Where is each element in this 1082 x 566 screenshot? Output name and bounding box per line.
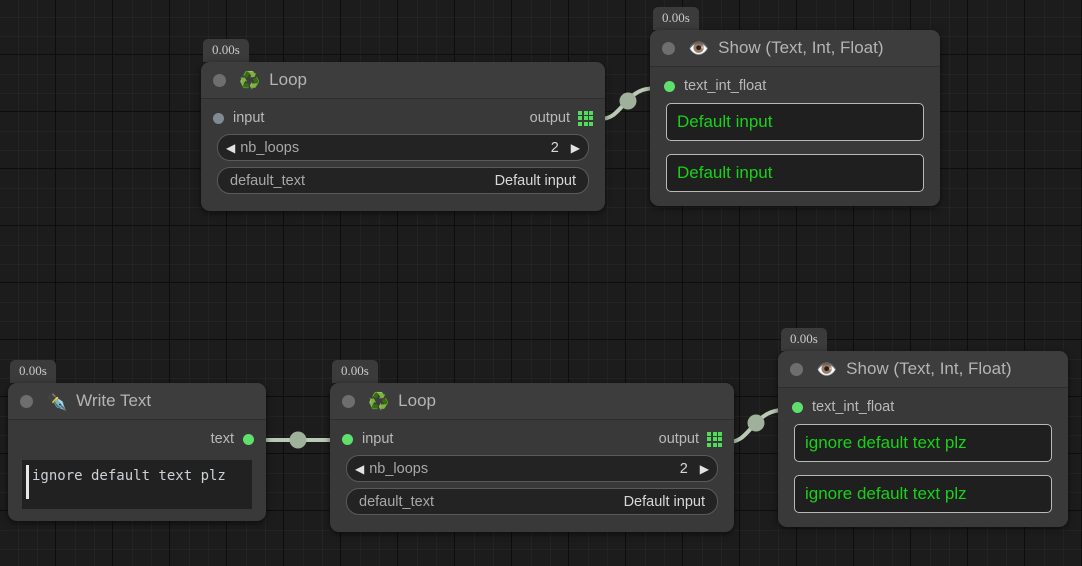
node-header[interactable]: 👁️ Show (Text, Int, Float) bbox=[650, 30, 940, 67]
node-title: Loop bbox=[398, 391, 436, 410]
output-port-label: text bbox=[210, 431, 234, 447]
node-write-text[interactable]: ✒️ Write Text text ignore default text p… bbox=[8, 383, 266, 521]
eye-icon: 👁️ bbox=[816, 359, 838, 379]
input-port-label: input bbox=[233, 110, 265, 126]
output-text: Default input bbox=[677, 163, 773, 182]
output-text: ignore default text plz bbox=[805, 484, 967, 503]
field-value[interactable]: 2 bbox=[550, 139, 559, 156]
node-body: text_int_float ignore default text plz i… bbox=[778, 388, 1068, 527]
output-port[interactable] bbox=[243, 433, 254, 445]
output-box[interactable]: ignore default text plz bbox=[794, 424, 1052, 462]
node-loop-bottom[interactable]: ♻️ Loop input output ◀ nb_loops 2 ▶ defa… bbox=[330, 383, 734, 532]
port-row: text bbox=[18, 428, 256, 450]
pen-nib-icon: ✒️ bbox=[46, 391, 68, 411]
node-title: Show (Text, Int, Float) bbox=[846, 359, 1012, 378]
output-box[interactable]: Default input bbox=[666, 154, 924, 192]
node-timestamp-badge: 0.00s bbox=[10, 360, 56, 383]
output-box[interactable]: ignore default text plz bbox=[794, 475, 1052, 513]
field-nb-loops[interactable]: ◀ nb_loops 2 ▶ bbox=[346, 455, 718, 482]
link-handle[interactable] bbox=[619, 92, 637, 110]
eye-icon: 👁️ bbox=[688, 38, 710, 58]
list-grid-icon[interactable] bbox=[707, 431, 722, 447]
stepper-increment-icon[interactable]: ▶ bbox=[699, 461, 709, 476]
field-value[interactable]: Default input bbox=[623, 493, 705, 510]
recycle-icon: ♻️ bbox=[368, 391, 390, 411]
output-box[interactable]: Default input bbox=[666, 103, 924, 141]
status-dot[interactable] bbox=[20, 394, 33, 408]
stepper-decrement-icon[interactable]: ◀ bbox=[226, 140, 236, 155]
node-timestamp-badge: 0.00s bbox=[781, 328, 827, 351]
port-row: input output bbox=[211, 107, 595, 129]
node-body: text ignore default text plz bbox=[8, 420, 266, 521]
port-row: text_int_float bbox=[662, 75, 928, 97]
node-timestamp-badge: 0.00s bbox=[203, 39, 249, 62]
link-handle[interactable] bbox=[289, 431, 307, 449]
node-timestamp-badge: 0.00s bbox=[332, 360, 378, 383]
input-port-label: input bbox=[362, 431, 394, 447]
list-grid-icon[interactable] bbox=[578, 110, 593, 126]
node-header[interactable]: ♻️ Loop bbox=[330, 383, 734, 420]
port-row: input output bbox=[340, 428, 724, 450]
node-body: input output ◀ nb_loops 2 ▶ default_text… bbox=[330, 420, 734, 532]
input-port[interactable] bbox=[342, 433, 353, 445]
status-dot[interactable] bbox=[342, 394, 355, 408]
field-label: nb_loops bbox=[240, 139, 300, 156]
output-port-label: output bbox=[658, 431, 699, 447]
output-port-label: output bbox=[529, 110, 570, 126]
node-header[interactable]: ♻️ Loop bbox=[201, 62, 605, 99]
node-loop-top[interactable]: ♻️ Loop input output ◀ nb_loops 2 ▶ defa… bbox=[201, 62, 605, 211]
text-input-area[interactable]: ignore default text plz bbox=[22, 460, 252, 509]
node-title: Show (Text, Int, Float) bbox=[718, 38, 884, 57]
node-show-top[interactable]: 👁️ Show (Text, Int, Float) text_int_floa… bbox=[650, 30, 940, 206]
input-port-label: text_int_float bbox=[684, 78, 767, 94]
node-title: Write Text bbox=[76, 391, 152, 410]
node-title: Loop bbox=[269, 70, 307, 89]
input-port[interactable] bbox=[664, 80, 675, 92]
node-timestamp-badge: 0.00s bbox=[653, 7, 699, 30]
field-label: default_text bbox=[359, 493, 434, 510]
recycle-icon: ♻️ bbox=[239, 70, 261, 90]
port-row: text_int_float bbox=[790, 396, 1056, 418]
node-body: text_int_float Default input Default inp… bbox=[650, 67, 940, 206]
text-caret bbox=[26, 465, 29, 499]
node-header[interactable]: ✒️ Write Text bbox=[8, 383, 266, 420]
field-default-text[interactable]: default_text Default input bbox=[217, 167, 589, 194]
input-port[interactable] bbox=[213, 112, 224, 124]
node-show-bottom[interactable]: 👁️ Show (Text, Int, Float) text_int_floa… bbox=[778, 351, 1068, 527]
field-nb-loops[interactable]: ◀ nb_loops 2 ▶ bbox=[217, 134, 589, 161]
field-label: nb_loops bbox=[369, 460, 429, 477]
stepper-increment-icon[interactable]: ▶ bbox=[570, 140, 580, 155]
text-input-value: ignore default text plz bbox=[32, 468, 226, 484]
status-dot[interactable] bbox=[662, 41, 675, 55]
output-text: Default input bbox=[677, 112, 773, 131]
field-label: default_text bbox=[230, 172, 305, 189]
input-port[interactable] bbox=[792, 401, 803, 413]
field-value[interactable]: 2 bbox=[679, 460, 688, 477]
node-header[interactable]: 👁️ Show (Text, Int, Float) bbox=[778, 351, 1068, 388]
input-port-label: text_int_float bbox=[812, 399, 895, 415]
stepper-decrement-icon[interactable]: ◀ bbox=[355, 461, 365, 476]
status-dot[interactable] bbox=[213, 73, 226, 87]
link-handle[interactable] bbox=[747, 414, 765, 432]
field-default-text[interactable]: default_text Default input bbox=[346, 488, 718, 515]
output-text: ignore default text plz bbox=[805, 433, 967, 452]
field-value[interactable]: Default input bbox=[494, 172, 576, 189]
status-dot[interactable] bbox=[790, 362, 803, 376]
node-body: input output ◀ nb_loops 2 ▶ default_text… bbox=[201, 99, 605, 211]
